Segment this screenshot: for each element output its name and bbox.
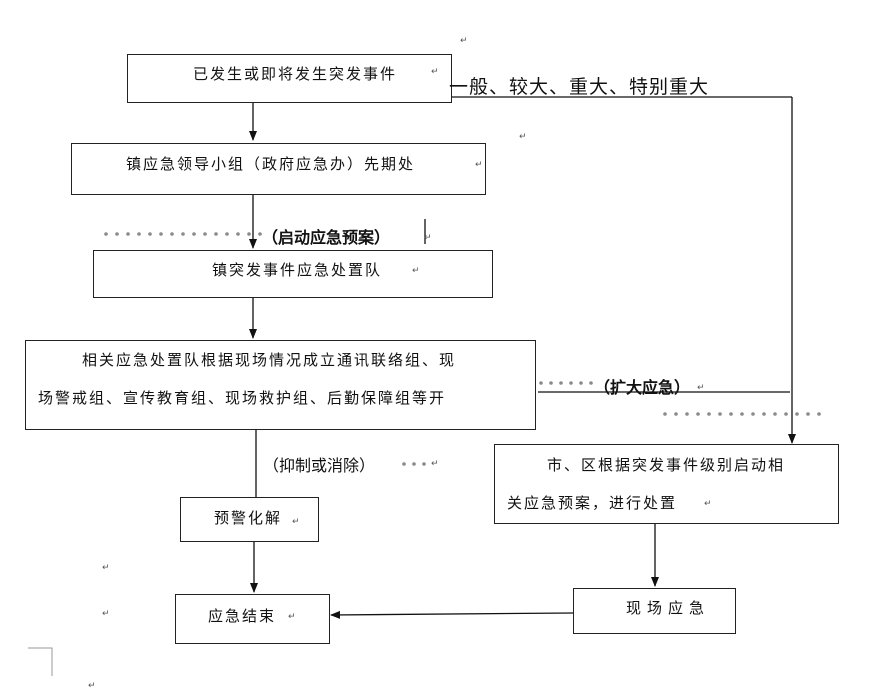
node-event	[127, 54, 452, 103]
paragraph-mark: ↵	[460, 36, 468, 46]
label-expand-response: （扩大应急）	[594, 378, 691, 397]
label-suppress: （抑制或消除）	[263, 456, 376, 475]
node-response-teams-line2: 场警戒组、宣传教育组、现场救护组、后勤保障组等开	[38, 389, 447, 407]
label-event-levels: 一般、较大、重大、特别重大	[449, 76, 710, 98]
node-warning-resolved-text: 预警化解	[214, 509, 283, 527]
node-town-group	[71, 143, 486, 195]
node-response-end-text: 应急结束	[208, 607, 277, 625]
paragraph-mark: ↵	[412, 266, 420, 276]
node-response-teams-line1: 相关应急处置队根据现场情况成立通讯联络组、现	[82, 351, 457, 369]
paragraph-mark: ↵	[102, 609, 110, 619]
paragraph-mark: ↵	[102, 563, 110, 573]
label-start-plan: （启动应急预案）	[262, 228, 391, 247]
paragraph-mark: ↵	[475, 160, 483, 170]
node-city-response-line1: 市、区根据突发事件级别启动相	[547, 456, 786, 474]
node-response-teams	[25, 340, 536, 430]
node-response-end	[175, 594, 330, 644]
node-event-text: 已发生或即将发生突发事件	[193, 65, 398, 83]
node-city-response	[494, 444, 839, 524]
paragraph-mark: ↵	[88, 681, 96, 691]
node-town-team	[93, 250, 493, 298]
node-town-group-text: 镇应急领导小组（政府应急办）先期处	[126, 155, 416, 173]
paragraph-mark: ↵	[288, 612, 296, 622]
node-onsite-response	[573, 588, 736, 634]
paragraph-mark: ↵	[704, 499, 712, 509]
paragraph-mark: ↵	[292, 517, 300, 527]
node-onsite-response-text: 现场应急	[626, 599, 711, 617]
page-corner-mark	[28, 647, 53, 676]
node-city-response-line2: 关应急预案，进行处置	[507, 494, 678, 512]
node-warning-resolved	[180, 497, 319, 542]
arrow-onsite-to-end	[330, 610, 574, 619]
paragraph-mark: ↵	[431, 67, 439, 77]
paragraph-mark: ↵	[697, 383, 705, 393]
node-town-team-text: 镇突发事件应急处置队	[212, 261, 383, 279]
paragraph-mark: ↵	[519, 132, 527, 142]
paragraph-mark: ↵	[431, 459, 439, 469]
paragraph-mark: ↵	[424, 233, 432, 243]
